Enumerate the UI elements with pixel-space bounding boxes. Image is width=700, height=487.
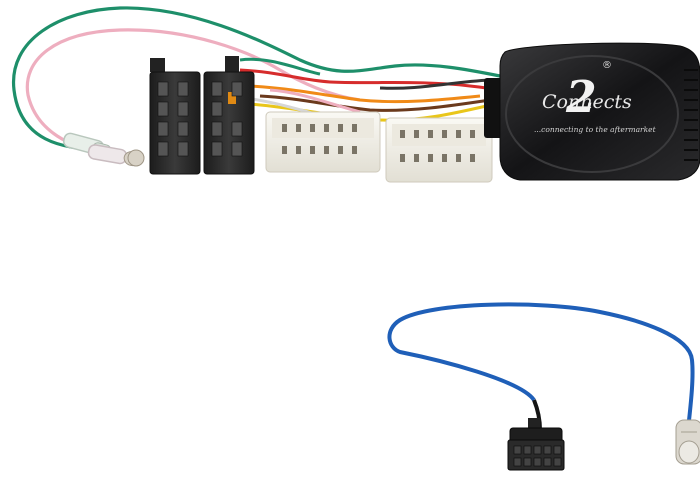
green-wire-2 bbox=[239, 57, 321, 76]
white-connector-right bbox=[385, 117, 493, 183]
brown-wire bbox=[259, 94, 491, 112]
white-connector-left bbox=[265, 111, 381, 173]
brand-registered-mark: ® bbox=[602, 60, 612, 71]
iso-connector-left bbox=[149, 58, 201, 175]
bullet-connectors bbox=[62, 132, 145, 167]
dark-wire bbox=[379, 78, 491, 90]
pink-wire-2 bbox=[269, 88, 361, 114]
brand-tagline: ...connecting to the aftermarket bbox=[534, 125, 657, 134]
antenna-bullet-connector bbox=[675, 419, 700, 465]
iso-connector-right bbox=[203, 56, 255, 175]
green-wire bbox=[11, 6, 501, 152]
steering-control-harness: Connects 2 ® ...connecting to the afterm… bbox=[11, 6, 700, 183]
brand-logo-numeral: 2 bbox=[565, 72, 597, 123]
brand-logo-text: Connects bbox=[542, 91, 632, 113]
molex-connector bbox=[507, 418, 565, 471]
blue-wire bbox=[387, 302, 695, 431]
orange-wire bbox=[249, 84, 481, 104]
interface-box: Connects 2 ® ...connecting to the afterm… bbox=[484, 42, 700, 181]
patch-lead bbox=[387, 302, 700, 471]
